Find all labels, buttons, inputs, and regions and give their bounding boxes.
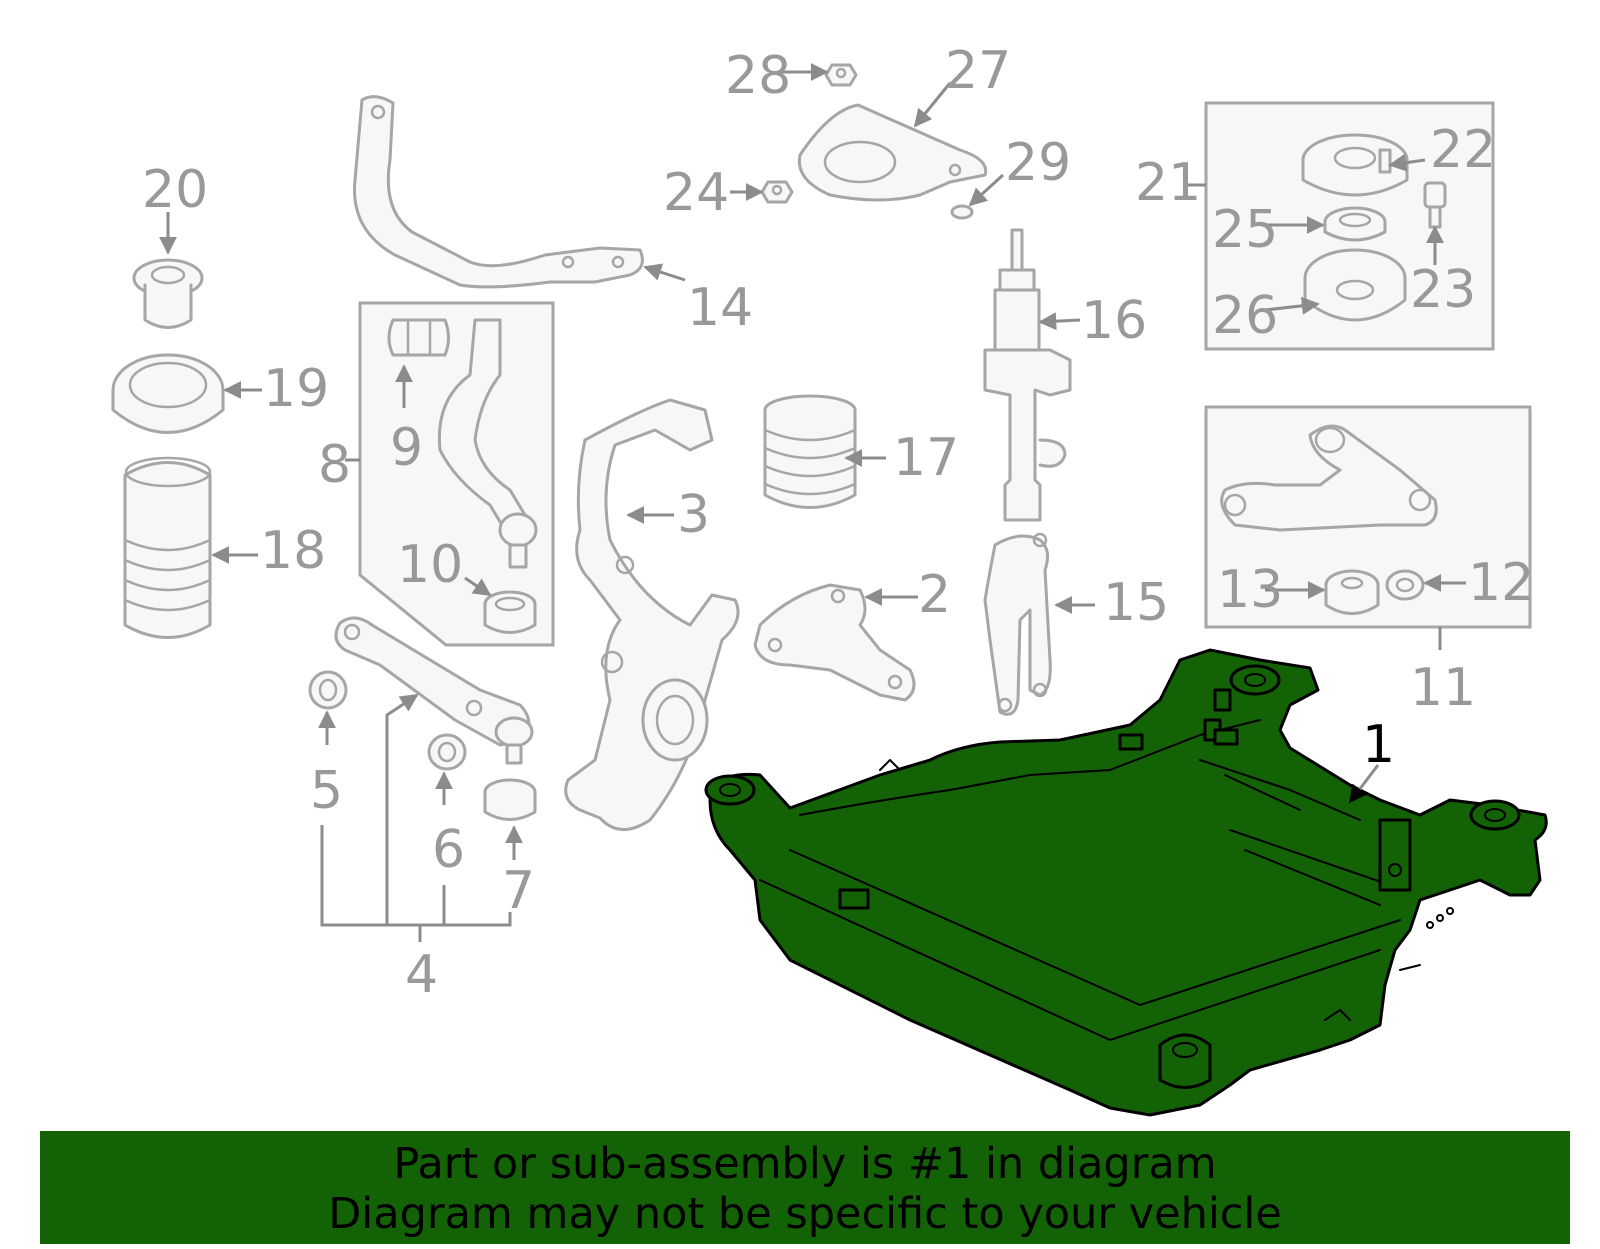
callout-3: 3 [677,485,710,545]
part-28-nut [824,63,858,87]
part-24-nut [760,180,794,204]
callout-9: 9 [390,418,423,478]
callout-2: 2 [918,565,951,625]
part-2-bracket [753,583,916,702]
callout-29: 29 [1005,133,1071,193]
part-5-bushing [308,670,348,710]
part-11-upper-control-arm [1220,424,1438,532]
callout-16: 16 [1081,291,1147,351]
leader-lines [159,63,1466,942]
callout-17: 17 [893,428,959,488]
part-13-bushing [1324,569,1380,615]
part-3-steering-knuckle [564,398,740,831]
part-18-dust-boot [123,456,212,639]
callout-28: 28 [725,46,791,106]
callout-19: 19 [263,359,329,419]
part-10-bushing [483,590,537,634]
part-20-bump-stop [132,258,204,329]
callout-13: 13 [1217,560,1283,620]
callout-7: 7 [502,861,535,921]
part-25-bearing [1323,206,1387,242]
part-29-washer [950,204,974,220]
part-4-arm [334,616,534,765]
part-9-bushing [387,318,450,357]
callout-24: 24 [663,163,729,223]
part-26-spring-seat [1303,248,1407,322]
part-1-subframe-highlighted [704,648,1548,1117]
callout-5: 5 [310,761,343,821]
callout-8: 8 [318,435,351,495]
callout-1: 1 [1362,715,1395,775]
callout-23: 23 [1410,260,1476,320]
callout-21: 21 [1135,153,1201,213]
part-8-lower-control-arm [437,318,538,569]
callout-22: 22 [1430,120,1496,180]
callout-27: 27 [945,41,1011,101]
callout-14: 14 [687,278,753,338]
part-19-spring-seat [111,353,225,434]
callout-4: 4 [405,945,438,1005]
callout-6: 6 [432,820,465,880]
part-12-bushing [1385,569,1425,601]
part-7-bushing [483,778,537,821]
callout-26: 26 [1212,286,1278,346]
part-16-strut [983,228,1072,522]
part-23-bolt [1423,181,1447,229]
callout-11: 11 [1410,658,1476,718]
part-17-boot [763,394,857,509]
caption-banner: Part or sub-assembly is #1 in diagram Di… [40,1131,1570,1244]
part-15-fork [983,532,1052,716]
callout-25: 25 [1212,200,1278,260]
part-14-stabilizer-bar [353,95,644,289]
callout-12: 12 [1468,553,1534,613]
callout-20: 20 [142,160,208,220]
callout-18: 18 [260,521,326,581]
callout-15: 15 [1103,573,1169,633]
caption-line-2: Diagram may not be specific to your vehi… [328,1189,1282,1239]
part-27-mount-plate [797,103,988,202]
callout-labels: 20 19 18 9 8 10 14 3 17 2 15 16 28 27 24… [142,41,1534,1005]
caption-line-1: Part or sub-assembly is #1 in diagram [393,1139,1217,1189]
part-6-bushing [427,733,467,771]
part-22-strut-mount [1301,133,1409,197]
callout-10: 10 [397,535,463,595]
